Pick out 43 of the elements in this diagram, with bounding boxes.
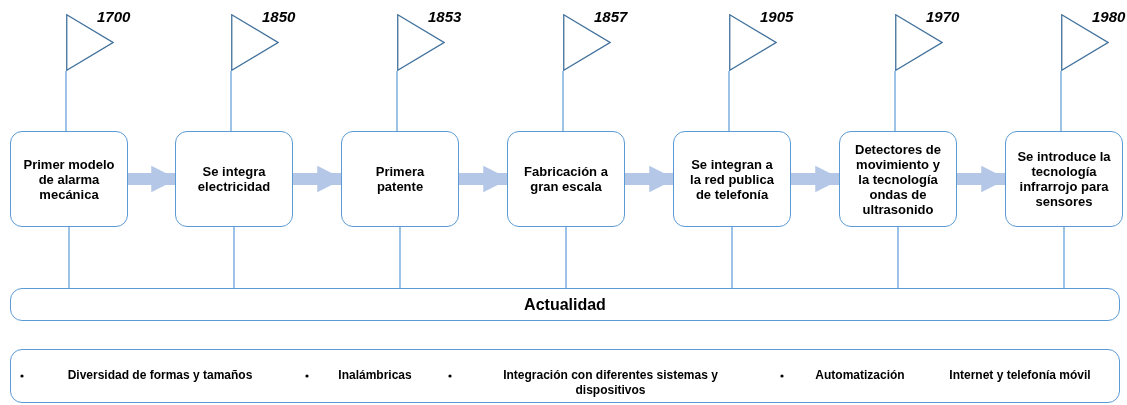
event-box [10,131,128,227]
year-label: 1857 [594,8,628,25]
connector-line [1060,70,1062,132]
feature-item: Integración con diferentes sistemas y dispositivos [502,368,719,398]
event-label: Se introduce la tecnología infrarrojo para sensores [1016,149,1112,209]
feature-item: Internet y telefonía móvil [948,368,1092,383]
event-label: Primer modelo de alarma mecánica [22,156,116,202]
connector-line [731,226,733,289]
feature-item: Automatización [814,368,906,383]
connector-line [68,226,70,289]
year-label: 1850 [262,8,296,25]
year-label: 1905 [760,8,794,25]
event-label: Se integra electricidad [196,164,272,194]
event-label: Se integran a la red publica de telefonía [689,156,775,202]
connector-line [894,70,896,132]
connector-line [233,226,235,289]
period-label: Actualidad [523,297,607,312]
event-box [673,131,791,227]
feature-item: Inalámbricas [337,368,413,383]
event-label: Detectores de movimiento y la tecnología ondas de ultrasonido [854,141,942,217]
event-label: Primera patente [374,164,426,194]
year-label: 1853 [428,8,462,25]
connector-line [396,70,398,132]
connector-line [230,70,232,132]
event-box [175,131,293,227]
year-label: 1980 [1092,8,1126,25]
year-label: 1700 [97,8,131,25]
event-label: Fabricación a gran escala [523,164,609,194]
event-box [1005,131,1123,227]
event-box [341,131,459,227]
connector-line [65,70,67,132]
feature-panel [10,349,1120,403]
connector-line [565,226,567,289]
event-box [839,131,957,227]
connector-line [1063,226,1065,289]
connector-line [562,70,564,132]
event-box [507,131,625,227]
connector-line [399,226,401,289]
period-bar [10,288,1120,321]
feature-item: Diversidad de formas y tamaños [66,368,254,383]
year-label: 1970 [926,8,960,25]
connector-line [897,226,899,289]
connector-line [728,70,730,132]
